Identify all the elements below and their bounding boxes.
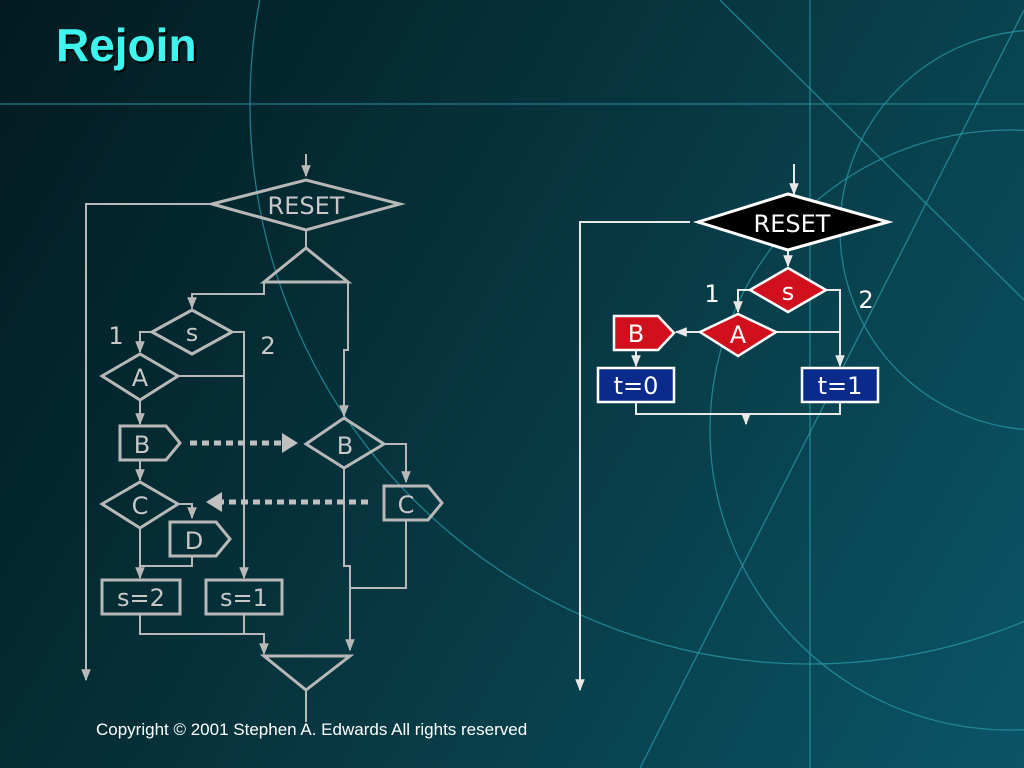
reset-true-wire xyxy=(81,203,212,682)
s1-assign-box xyxy=(204,578,284,616)
c-emit-pentagon xyxy=(382,484,444,522)
d-emit-label: D xyxy=(185,527,203,555)
s-branch2-wire xyxy=(826,289,845,368)
s-branch2-wire xyxy=(232,331,249,580)
s2-assign-label: s=2 xyxy=(117,584,165,612)
t1-assign-box xyxy=(800,366,880,404)
join-wire xyxy=(635,402,841,415)
s2-out-wire xyxy=(139,614,269,656)
b-signal-arrowhead xyxy=(282,433,298,453)
a-test-label: A xyxy=(730,321,747,349)
s-branch1-wire xyxy=(733,289,750,314)
a-test-label: A xyxy=(132,364,149,392)
branch-1-label: 1 xyxy=(704,280,719,308)
a-test-diamond xyxy=(697,312,779,358)
fork-left-wire xyxy=(187,282,265,310)
c-emit-out-wire xyxy=(350,520,407,589)
c-test-diamond xyxy=(99,480,181,530)
reset-label: RESET xyxy=(268,192,345,220)
reset-label: RESET xyxy=(754,210,831,238)
decor-line xyxy=(719,0,1024,301)
s2-assign-box xyxy=(100,578,182,616)
t0-assign-box xyxy=(596,366,676,404)
copyright-footer: Copyright © 2001 Stephen A. Edwards All … xyxy=(96,720,528,739)
c-emit-label: C xyxy=(398,491,415,519)
s-test-diamond xyxy=(747,266,829,314)
branch-2-label: 2 xyxy=(260,332,275,360)
c-test-label: C xyxy=(132,492,149,520)
reset-diamond xyxy=(692,192,894,252)
b-test-diamond xyxy=(303,416,387,470)
b-emit-label: B xyxy=(134,431,150,459)
branch-2-label: 2 xyxy=(858,286,873,314)
reset-true-wire xyxy=(575,221,690,692)
reset-diamond xyxy=(206,178,406,232)
s1-assign-label: s=1 xyxy=(220,584,268,612)
decor-circle xyxy=(709,129,1024,731)
b-test-true-wire xyxy=(384,443,411,484)
c-to-d-wire xyxy=(178,503,197,520)
branch-1-label: 1 xyxy=(108,322,123,350)
right-flowchart: RESET s 1 2 A B t=0 t=1 xyxy=(575,164,894,692)
b-test-label: B xyxy=(337,432,353,460)
decor-circle xyxy=(249,0,1024,665)
s-test-diamond xyxy=(148,308,236,356)
b-emit-pentagon xyxy=(612,314,676,352)
c-signal-arrowhead xyxy=(206,492,222,512)
s-test-label: s xyxy=(186,319,199,347)
t0-assign-label: t=0 xyxy=(614,372,659,400)
join-triangle xyxy=(259,654,355,692)
s-test-label: s xyxy=(782,278,795,306)
c-false-wire xyxy=(139,528,193,567)
b-emit-label: B xyxy=(628,320,644,348)
b-emit-pentagon xyxy=(118,424,182,462)
a-test-diamond xyxy=(99,352,181,402)
b-test-false-wire xyxy=(343,468,355,652)
s-branch1-wire xyxy=(135,331,152,354)
t1-assign-label: t=1 xyxy=(818,372,863,400)
d-emit-pentagon xyxy=(168,520,232,558)
fork-right-wire xyxy=(339,282,349,418)
left-flowchart: RESET s 1 2 A B B C C D s=2 s=1 xyxy=(81,154,444,722)
fork-triangle xyxy=(259,246,353,284)
slide-title: Rejoin xyxy=(56,19,197,71)
